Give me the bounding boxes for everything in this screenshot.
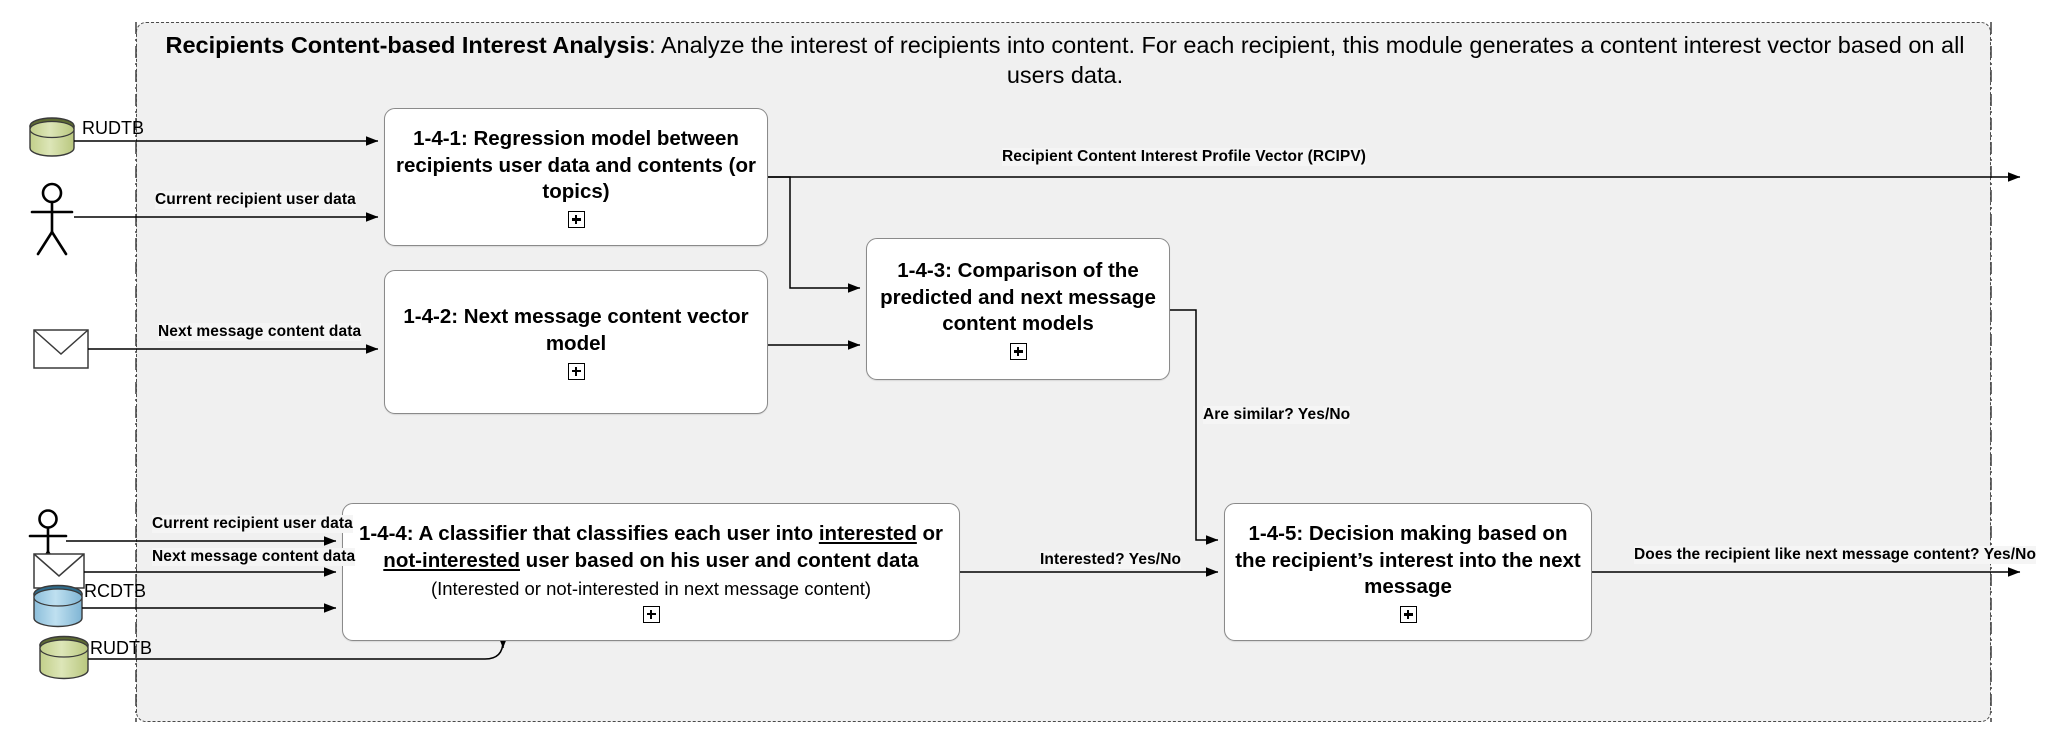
envelope-top-icon xyxy=(33,329,89,369)
process-144-underline-not-interested: not-interested xyxy=(383,548,520,572)
process-box-145[interactable]: 1-4-5: Decision making based on the reci… xyxy=(1224,503,1592,641)
process-144-title: 1-4-4: A classifier that classifies each… xyxy=(353,521,949,574)
datastore-rudtb-top-icon xyxy=(29,117,75,157)
expand-plus-icon[interactable] xyxy=(567,362,585,380)
process-145-title: 1-4-5: Decision making based on the reci… xyxy=(1235,522,1581,599)
actor-recipient-bottom-icon xyxy=(28,509,68,572)
process-box-144[interactable]: 1-4-4: A classifier that classifies each… xyxy=(342,503,960,641)
datastore-rudtb-bottom-icon xyxy=(39,635,89,680)
process-144-subtitle: (Interested or not-interested in next me… xyxy=(430,577,872,599)
label-next-message-content-data-top: Next message content data xyxy=(158,323,362,341)
envelope-bottom-icon xyxy=(33,553,85,589)
expand-plus-icon[interactable] xyxy=(1009,342,1027,360)
label-rcdtb: RCDTB xyxy=(84,581,146,601)
expand-plus-icon[interactable] xyxy=(642,605,660,623)
label-interested: Interested? Yes/No xyxy=(1040,551,1182,569)
process-144-title-part1: 1-4-4: A classifier that classifies each… xyxy=(358,522,819,546)
datastore-rcdtb-icon xyxy=(33,584,83,628)
process-144-title-part2: or xyxy=(916,522,944,546)
process-box-142[interactable]: 1-4-2: Next message content vector model xyxy=(384,270,768,414)
process-144-title-part3: user based on his user and content data xyxy=(519,548,919,572)
label-final-output: Does the recipient like next message con… xyxy=(1634,546,2037,564)
process-143-title: 1-4-3: Comparison of the predicted and n… xyxy=(880,259,1156,336)
process-box-143[interactable]: 1-4-3: Comparison of the predicted and n… xyxy=(866,238,1170,380)
process-142-title: 1-4-2: Next message content vector model xyxy=(403,305,749,355)
label-rudtb-bottom: RUDTB xyxy=(90,638,152,658)
expand-plus-icon[interactable] xyxy=(567,210,585,228)
expand-plus-icon[interactable] xyxy=(1399,605,1417,623)
process-box-141[interactable]: 1-4-1: Regression model between recipien… xyxy=(384,108,768,246)
label-rcipv-output: Recipient Content Interest Profile Vecto… xyxy=(1002,148,1367,166)
label-current-recipient-user-data-bottom: Current recipient user data xyxy=(152,515,353,533)
module-description: : Analyze the interest of recipients int… xyxy=(649,32,1965,89)
actor-recipient-top-icon xyxy=(30,182,74,256)
label-next-message-content-data-bottom: Next message content data xyxy=(152,548,356,566)
module-title: Recipients Content-based Interest Analys… xyxy=(165,32,650,58)
process-141-title: 1-4-1: Regression model between recipien… xyxy=(396,127,756,204)
module-header: Recipients Content-based Interest Analys… xyxy=(150,30,1980,90)
process-144-underline-interested: interested xyxy=(818,522,917,546)
label-current-recipient-user-data-top: Current recipient user data xyxy=(155,191,356,209)
label-are-similar: Are similar? Yes/No xyxy=(1203,406,1351,424)
label-rudtb-top: RUDTB xyxy=(82,118,144,138)
